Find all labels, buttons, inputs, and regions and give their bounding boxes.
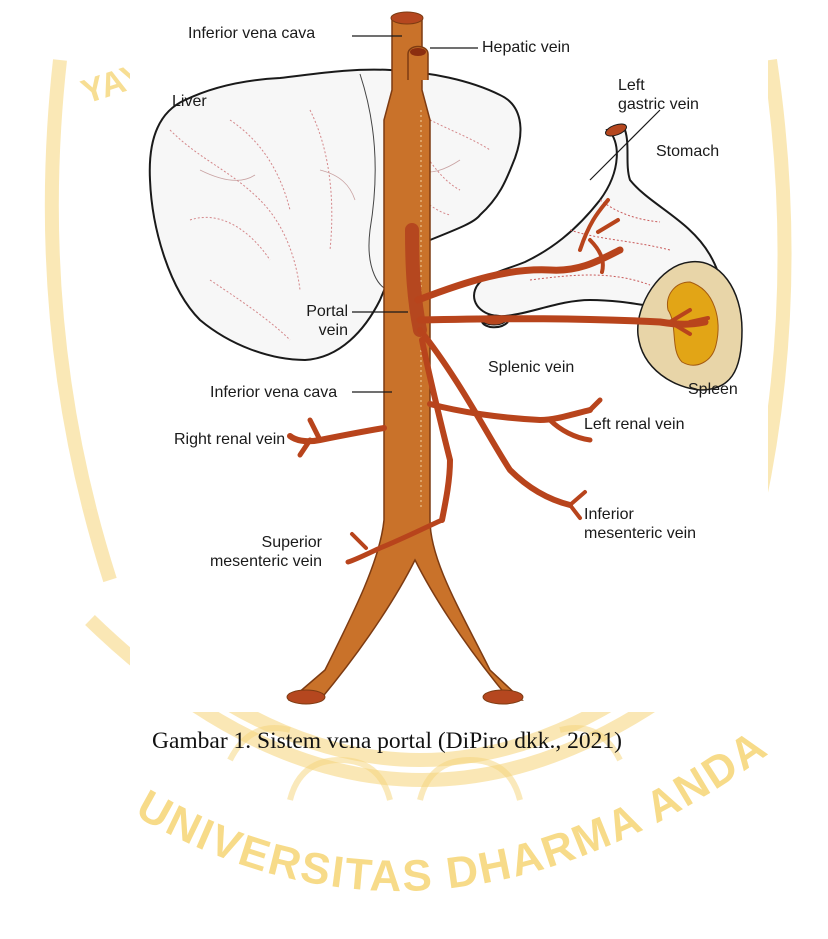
label-left-gastric-vein: Left gastric vein <box>618 76 699 114</box>
label-stomach: Stomach <box>656 142 719 161</box>
label-right-renal-vein: Right renal vein <box>174 430 285 449</box>
figure-caption: Gambar 1. Sistem vena portal (DiPiro dkk… <box>152 728 622 755</box>
label-superior-mesenteric-vein: Superior mesenteric vein <box>182 533 322 571</box>
portal-vein-diagram: Inferior vena cava Hepatic vein Liver Le… <box>130 0 768 712</box>
label-inferior-mesenteric-vein: Inferior mesenteric vein <box>584 505 696 543</box>
label-portal-vein: Portal vein <box>298 302 348 340</box>
label-splenic-vein: Splenic vein <box>488 358 574 377</box>
label-inferior-vena-cava-top: Inferior vena cava <box>188 24 315 43</box>
label-spleen: Spleen <box>688 380 738 399</box>
label-inferior-vena-cava-mid: Inferior vena cava <box>210 383 337 402</box>
label-liver: Liver <box>172 92 207 111</box>
label-left-renal-vein: Left renal vein <box>584 415 685 434</box>
label-hepatic-vein: Hepatic vein <box>482 38 570 57</box>
